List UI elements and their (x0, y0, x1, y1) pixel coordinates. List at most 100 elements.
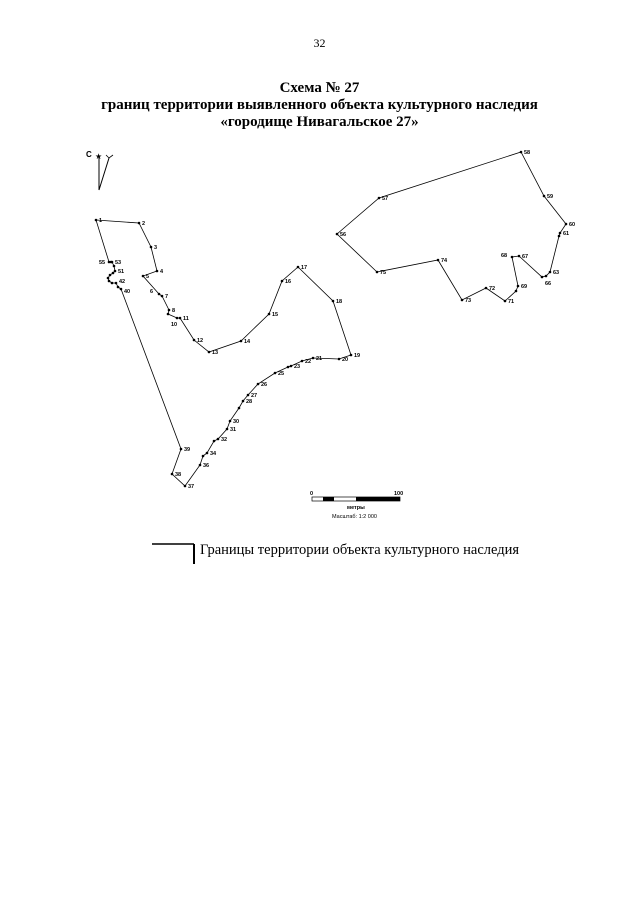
boundary-vertex (137, 221, 141, 225)
boundary-vertex (519, 150, 523, 154)
vertex-label: 55 (99, 260, 105, 266)
legend-boundary-label: Границы территории объекта культурного н… (200, 542, 520, 558)
boundary-vertex (116, 285, 120, 289)
boundary-vertex (109, 260, 113, 264)
vertex-label: 8 (172, 308, 175, 314)
vertex-label: 61 (563, 231, 569, 237)
vertex-label: 4 (160, 269, 164, 275)
scale-bar-segment (323, 497, 334, 501)
boundary-vertex (111, 271, 115, 275)
vertex-label: 2 (142, 221, 145, 227)
vertex-label: 63 (553, 270, 559, 276)
vertex-label: 59 (547, 194, 553, 200)
vertex-label: 34 (210, 451, 217, 457)
boundary-vertex (216, 437, 220, 441)
vertex-label: 67 (522, 254, 528, 260)
boundary-vertex (107, 279, 111, 283)
vertex-label: 39 (184, 447, 190, 453)
right-boundary-polygon (336, 151, 567, 302)
legend-symbol (152, 543, 195, 564)
boundary-vertex (564, 222, 568, 226)
boundary-vertex (542, 194, 546, 198)
vertex-label: 27 (251, 393, 257, 399)
vertex-label: 15 (272, 312, 278, 318)
scale-bar: 0 100 метры Масштаб: 1:2 000 (310, 491, 403, 520)
boundary-vertex (335, 232, 339, 236)
boundary-vertex (175, 316, 179, 320)
boundary-vertex (256, 382, 260, 386)
boundary-vertex (212, 439, 216, 443)
boundary-vertex (225, 427, 229, 431)
vertex-label: 69 (521, 284, 527, 290)
page-number: 32 (313, 36, 326, 50)
boundary-vertex (205, 451, 209, 455)
vertex-label: 19 (354, 353, 360, 359)
boundary-vertex (516, 284, 520, 288)
vertex-label: 57 (382, 196, 388, 202)
boundary-vertex (289, 364, 293, 368)
boundary-vertex (94, 218, 98, 222)
boundary-vertex (167, 308, 171, 312)
boundary-vertex (349, 353, 353, 357)
vertex-label: 42 (119, 279, 125, 285)
vertex-label: 68 (501, 253, 507, 259)
vertex-label: 58 (524, 150, 530, 156)
vertex-label: 31 (230, 427, 236, 433)
boundary-vertex (280, 279, 284, 283)
boundary-vertex (160, 294, 164, 298)
vertex-label: 20 (342, 357, 348, 363)
vertex-label: 18 (336, 299, 342, 305)
vertex-label: 16 (285, 279, 291, 285)
vertex-label: 25 (278, 371, 284, 377)
vertex-label: 11 (183, 316, 189, 322)
boundary-vertex (108, 273, 112, 277)
boundary-vertex (149, 245, 153, 249)
scale-start: 0 (310, 491, 313, 497)
boundary-vertex (110, 281, 114, 285)
boundary-vertex (201, 454, 205, 458)
boundary-vertex (557, 234, 561, 238)
boundary-vertex (517, 254, 521, 258)
boundary-vertex (183, 484, 187, 488)
vertex-label: 17 (301, 265, 307, 271)
vertex-label: 56 (340, 232, 346, 238)
vertex-label: 71 (508, 299, 514, 305)
boundary-vertex (192, 338, 196, 342)
boundary-vertex (107, 260, 111, 264)
boundary-vertex (300, 359, 304, 363)
scale-bar-segment (356, 497, 400, 501)
boundary-vertex (436, 258, 440, 262)
vertex-label: 10 (171, 322, 177, 328)
vertex-label: 74 (441, 258, 448, 264)
boundary-vertex (166, 312, 170, 316)
vertex-label: 51 (118, 269, 124, 275)
vertex-label: 38 (175, 472, 181, 478)
vertex-label: 53 (115, 260, 121, 266)
boundary-vertex (331, 299, 335, 303)
left-boundary-polygon (95, 219, 352, 487)
vertex-label: 26 (261, 382, 267, 388)
boundary-vertex (179, 447, 183, 451)
vertex-label: 1 (99, 218, 102, 224)
boundary-vertex (311, 356, 315, 360)
vertex-label: 23 (294, 364, 300, 370)
title-line-2: границ территории выявленного объекта ку… (101, 97, 538, 113)
boundary-vertex (558, 231, 562, 235)
boundary-vertex (228, 419, 232, 423)
boundary-vertex (207, 350, 211, 354)
boundary-vertex (540, 275, 544, 279)
boundary-vertex (246, 393, 250, 397)
vertex-label: 32 (221, 437, 227, 443)
boundary-vertex (157, 292, 161, 296)
vertex-label: 72 (489, 286, 495, 292)
title-line-1: Схема № 27 (279, 80, 360, 96)
boundary-vertex (286, 365, 290, 369)
vertex-label: 36 (203, 463, 209, 469)
vertex-label: 5 (146, 274, 149, 280)
boundary-vertex (170, 472, 174, 476)
boundary-vertex (155, 269, 159, 273)
vertex-label: 30 (233, 419, 239, 425)
boundary-vertex (544, 274, 548, 278)
boundary-vertex (273, 371, 277, 375)
